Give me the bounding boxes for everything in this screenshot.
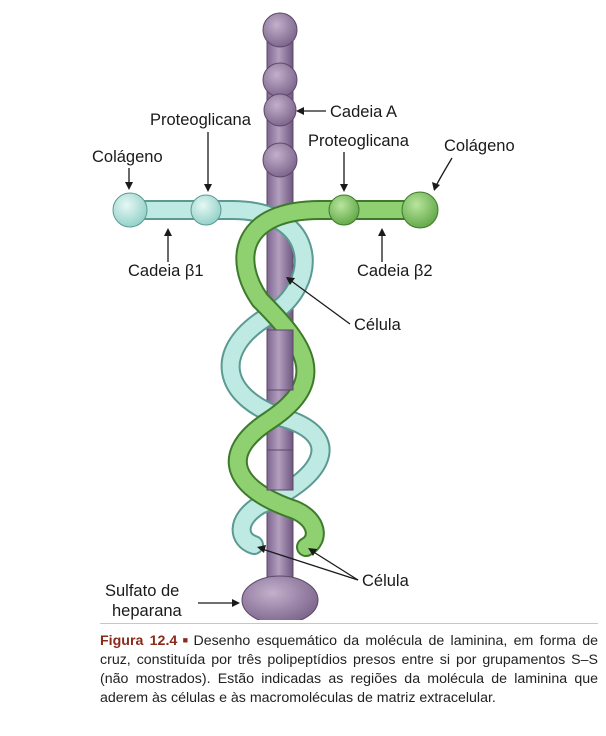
- pointer-arrows: [125, 107, 453, 607]
- caption-separator: ■: [180, 635, 191, 645]
- label-proteoglicana-right: Proteoglicana: [308, 132, 410, 150]
- chain-b1-globule-outer: [112, 192, 148, 228]
- chain-a: [241, 12, 319, 620]
- label-colageno-left: Colágeno: [92, 148, 163, 166]
- figure-caption: Figura 12.4■Desenho esquemático da moléc…: [100, 631, 598, 708]
- label-cadeia-b1: Cadeia β1: [128, 262, 204, 280]
- chain-b2: [227, 191, 439, 557]
- label-sulfato-line2: heparana: [112, 602, 183, 620]
- label-colageno-right: Colágeno: [444, 137, 515, 155]
- heparan-sulfate-globule: [241, 575, 319, 620]
- label-celula-middle: Célula: [354, 316, 402, 334]
- figure-number: Figura 12.4: [100, 633, 178, 649]
- label-celula-bottom: Célula: [362, 572, 410, 590]
- chain-a-globule-4: [262, 142, 298, 178]
- label-cadeia-a: Cadeia A: [330, 103, 397, 121]
- label-sulfato-line1: Sulfato de: [105, 582, 179, 600]
- label-cadeia-b2: Cadeia β2: [357, 262, 433, 280]
- chain-a-globule-2: [262, 62, 298, 98]
- chain-a-globule-3: [263, 93, 297, 127]
- laminin-diagram: Cadeia A Proteoglicana Proteoglicana Col…: [92, 12, 515, 620]
- chain-b2-globule-inner: [328, 194, 360, 226]
- label-proteoglicana-left: Proteoglicana: [150, 111, 252, 129]
- caption-text: Desenho esquemático da molécula de lamin…: [100, 633, 599, 706]
- chain-b1-globule-inner: [190, 194, 222, 226]
- chain-a-globule-1: [262, 12, 298, 48]
- chain-b2-globule-outer: [401, 191, 439, 229]
- caption-divider: [100, 623, 598, 624]
